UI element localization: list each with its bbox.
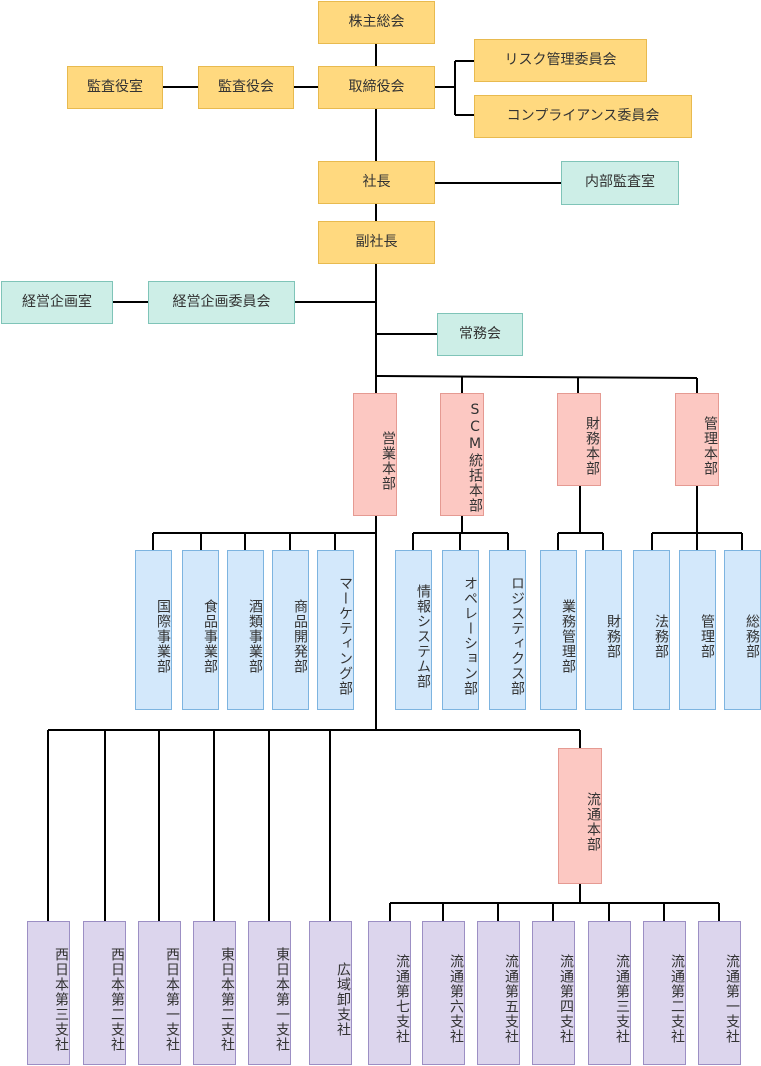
node-finance-hq: 財務本部 [557,393,601,486]
node-vice-president: 副社長 [318,221,435,264]
node-wholesale: 広域卸支社 [309,921,352,1065]
node-west-3: 西日本第三支社 [27,921,70,1065]
node-dist-4: 流通第四支社 [532,921,575,1065]
node-compliance-committee: コンプライアンス委員会 [474,95,692,138]
node-shareholders: 株主総会 [318,1,435,44]
node-west-1: 西日本第一支社 [138,921,181,1065]
node-west-2: 西日本第二支社 [83,921,126,1065]
node-business-mgmt: 業務管理部 [540,550,577,710]
node-executive-committee: 常務会 [437,313,523,356]
node-auditor-office: 監査役室 [67,66,163,109]
node-risk-committee: リスク管理委員会 [474,39,647,82]
node-dist-1: 流通第一支社 [698,921,741,1065]
node-scm-hq: SCM統括本部 [440,393,484,516]
node-finance-dept: 財務部 [585,550,622,710]
node-general-affairs: 総務部 [724,550,761,710]
node-distribution-hq: 流通本部 [558,748,602,884]
node-board: 取締役会 [318,66,435,109]
node-management: 管理部 [679,550,716,710]
node-it-systems: 情報システム部 [395,550,432,710]
connector-division-bar [375,375,698,379]
node-president: 社長 [318,161,435,204]
node-dist-3: 流通第三支社 [588,921,631,1065]
node-dist-7: 流通第七支社 [368,921,411,1065]
node-east-1: 東日本第一支社 [248,921,291,1065]
node-sales-hq: 営業本部 [353,393,397,516]
node-liquor: 酒類事業部 [227,550,264,710]
node-marketing: マーケティング部 [317,550,354,710]
node-internal-audit: 内部監査室 [561,161,679,205]
node-logistics: ロジスティクス部 [489,550,526,710]
node-dist-6: 流通第六支社 [422,921,465,1065]
node-auditors: 監査役会 [198,66,294,109]
node-dist-2: 流通第二支社 [643,921,686,1065]
node-dist-5: 流通第五支社 [477,921,520,1065]
node-admin-hq: 管理本部 [675,393,719,486]
node-operations: オペレーション部 [442,550,479,710]
node-legal: 法務部 [633,550,670,710]
node-planning-committee: 経営企画委員会 [148,281,295,324]
node-planning-office: 経営企画室 [1,281,113,324]
node-food: 食品事業部 [182,550,219,710]
node-product-dev: 商品開発部 [272,550,309,710]
node-east-2: 東日本第二支社 [193,921,236,1065]
node-international: 国際事業部 [135,550,172,710]
